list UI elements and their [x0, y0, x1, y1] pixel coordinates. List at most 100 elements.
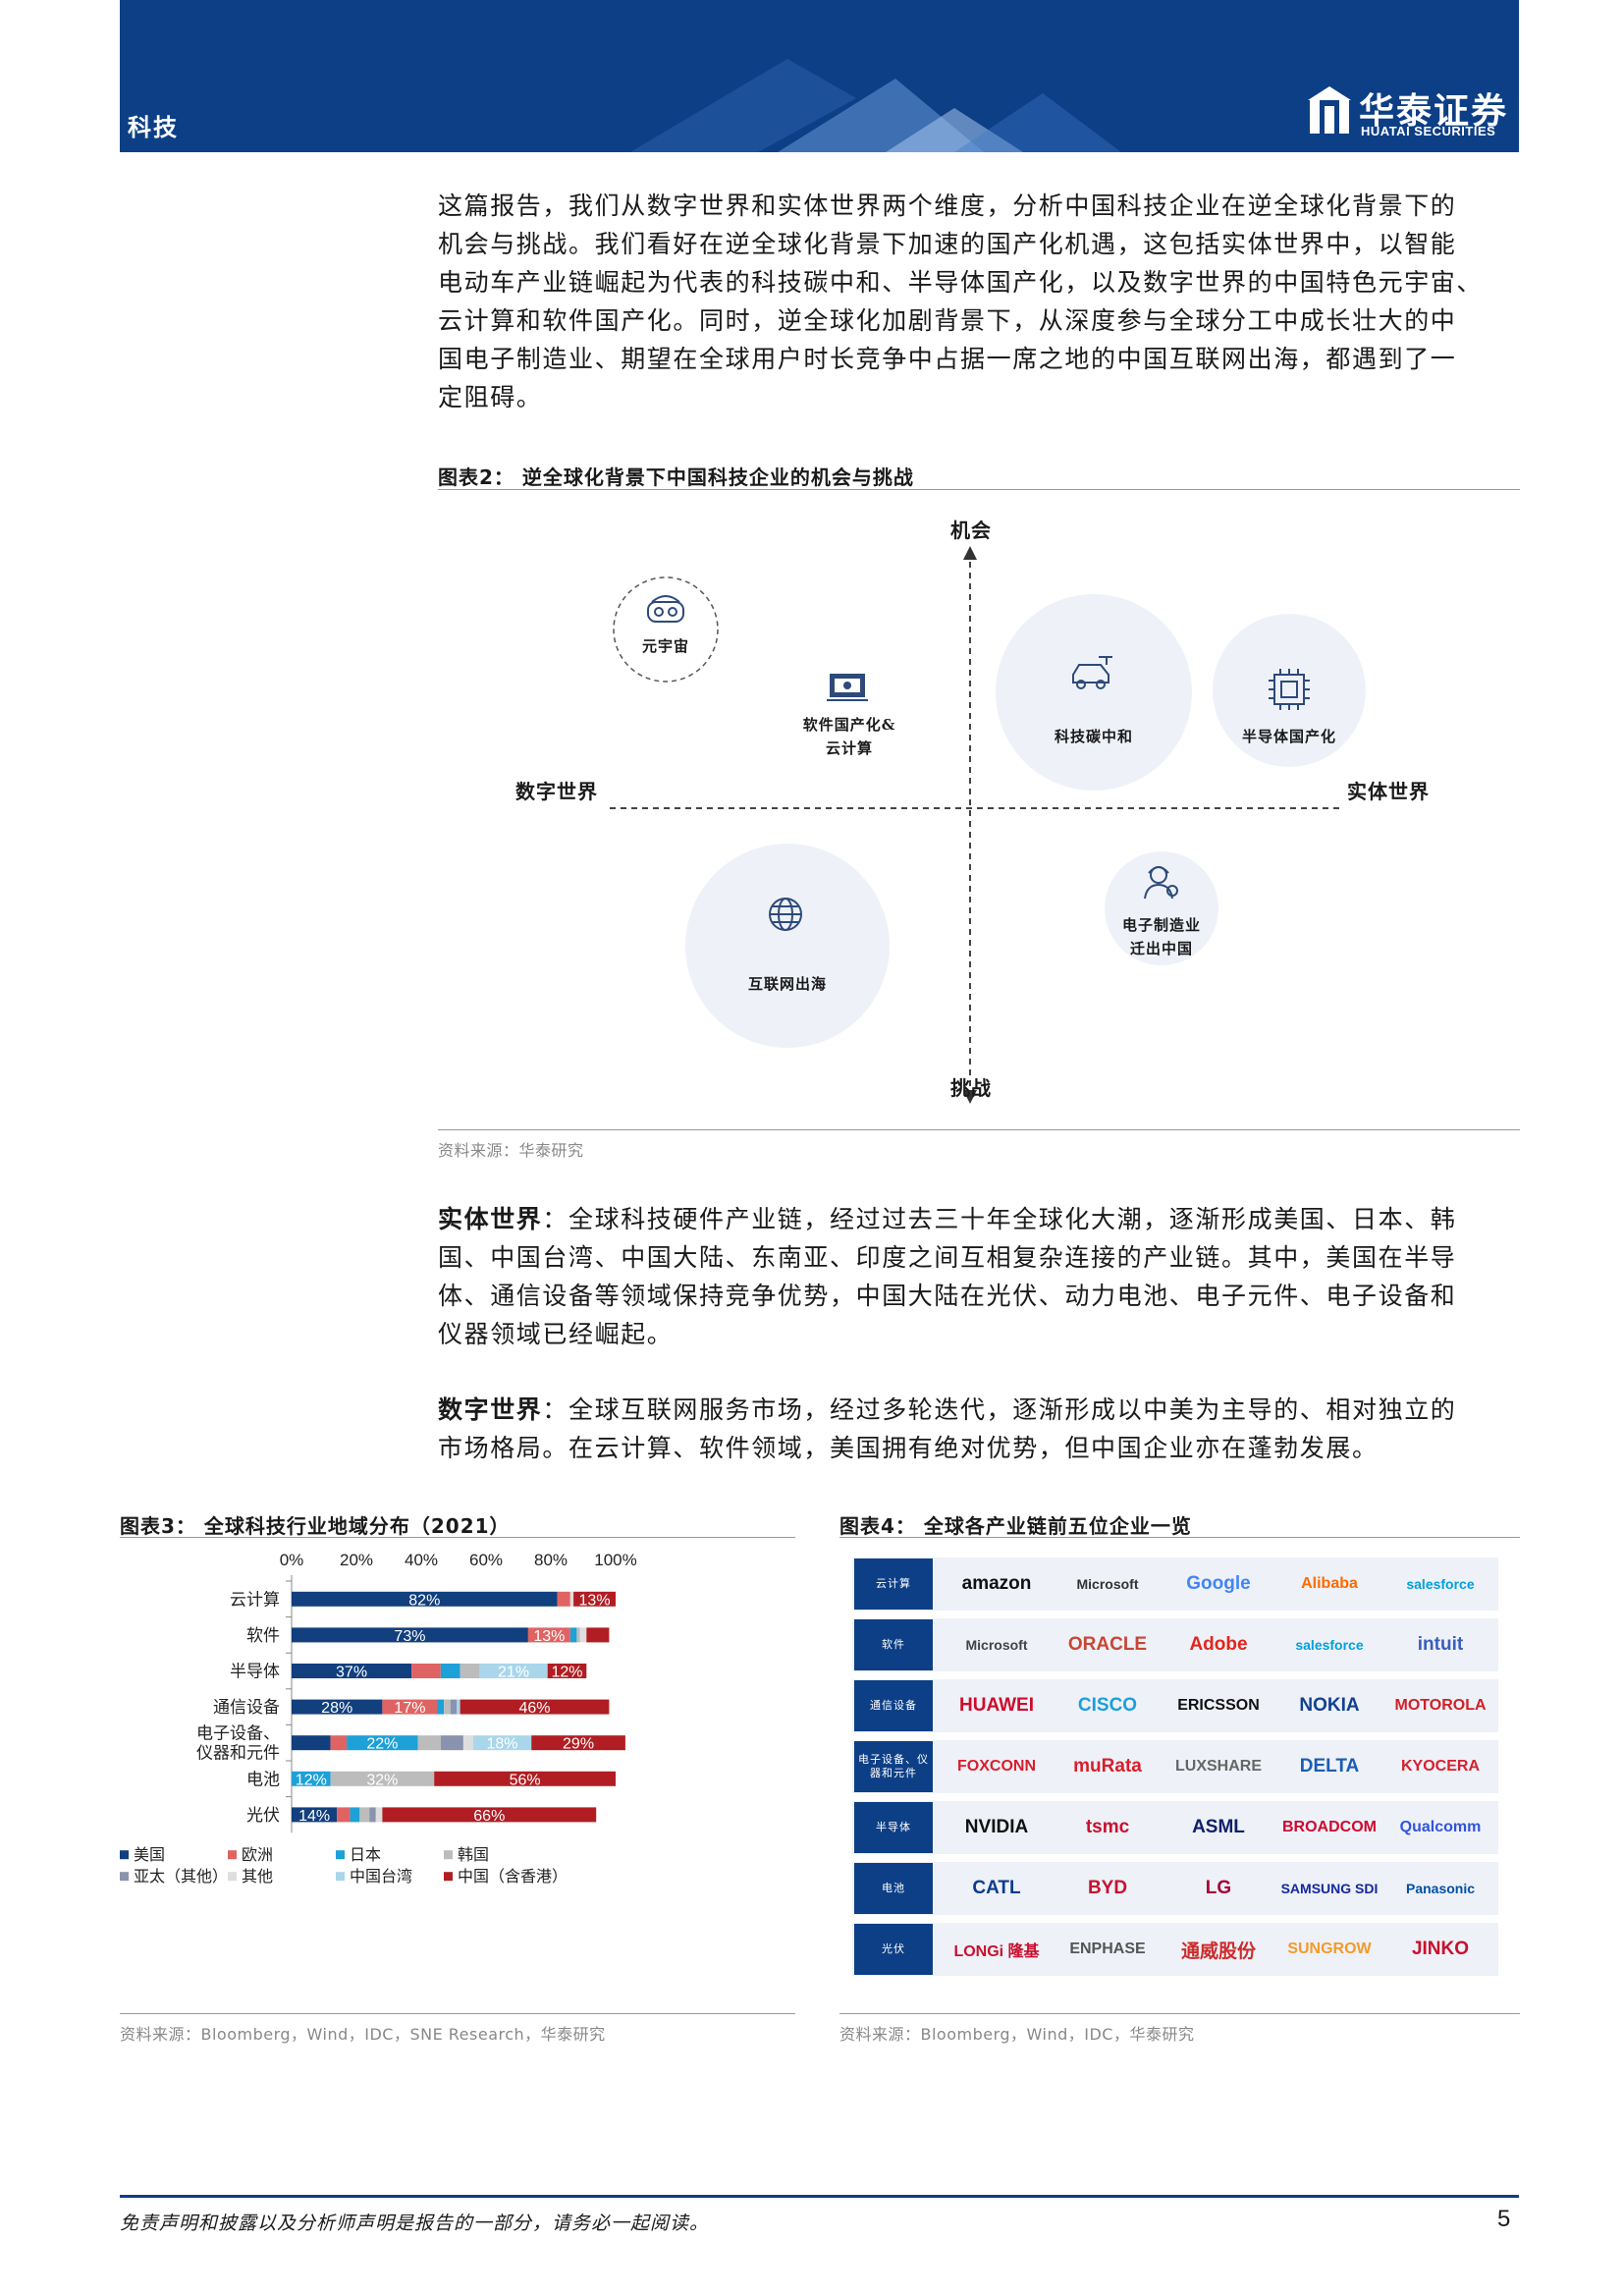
company-logo: KYOCERA	[1400, 1758, 1480, 1775]
bar-data-label: 29%	[563, 1736, 594, 1753]
logo-text-cn: 华泰证券	[1359, 91, 1509, 132]
bar-segment	[347, 1735, 418, 1751]
bar-segment	[479, 1664, 548, 1678]
bar-segment	[444, 1699, 451, 1715]
category-label: 通信设备	[213, 1698, 280, 1718]
company-logo: NOKIA	[1299, 1695, 1360, 1716]
company-logo: salesforce	[1295, 1637, 1364, 1653]
bar-data-label: 32%	[366, 1772, 398, 1788]
bar-segment	[569, 1591, 574, 1607]
company-logo: 通威股份	[1180, 1941, 1256, 1962]
bar-segment	[292, 1664, 412, 1678]
company-logo: BROADCOM	[1282, 1819, 1377, 1835]
legend-swatch	[444, 1872, 453, 1882]
category-label: 云计算	[230, 1590, 280, 1610]
intro-line: 云计算和软件国产化。同时，逆全球化加剧背景下，从深度参与全球分工中成长壮大的中	[438, 306, 1457, 335]
legend-label: 亚太（其他）	[134, 1867, 228, 1886]
bubble-label-software-line2: 云计算	[825, 739, 873, 757]
bar-data-label: 18%	[486, 1736, 517, 1753]
company-logo: Adobe	[1189, 1634, 1248, 1655]
fig3-title: 图表3： 全球科技行业地域分布（2021）	[120, 1514, 511, 1538]
company-row	[852, 1923, 1498, 1976]
bar-data-label: 12%	[551, 1665, 582, 1681]
fig4-source: 资料来源：Bloomberg，Wind，IDC，华泰研究	[839, 2025, 1195, 2044]
axis-label-right: 实体世界	[1347, 780, 1430, 803]
axis-label-bottom: 挑战	[950, 1076, 992, 1100]
company-row	[852, 1740, 1498, 1793]
company-logo: tsmc	[1085, 1817, 1130, 1837]
digital-line: 数字世界：全球互联网服务市场，经过多轮迭代，逐渐形成以中美为主导的、相对独立的	[438, 1391, 1520, 1429]
bar-segment	[434, 1771, 616, 1786]
category-label-part: 光伏	[246, 1806, 280, 1826]
bar-segment	[337, 1807, 351, 1823]
company-logo: FOXCONN	[957, 1758, 1036, 1775]
bubble-label-mfg-line2: 迁出中国	[1129, 940, 1193, 957]
bar-segment	[586, 1627, 610, 1643]
bar-segment	[369, 1807, 376, 1823]
intro-paragraph: 这篇报告，我们从数字世界和实体世界两个维度，分析中国科技企业在逆全球化背景下的 …	[438, 187, 1520, 416]
company-logo: LONGi 隆基	[953, 1943, 1040, 1960]
physical-line: 国、中国台湾、中国大陆、东南亚、印度之间互相复杂连接的产业链。其中，美国在半导	[438, 1243, 1457, 1272]
logo-text-en: HUATAI SECURITIES	[1361, 124, 1496, 138]
company-logo: Microsoft	[1076, 1576, 1139, 1592]
physical-line: 仪器领域已经崛起。	[438, 1320, 674, 1348]
bar-data-label: 37%	[336, 1665, 367, 1681]
header-decoration	[630, 59, 1121, 152]
category-label-part: 电子设备、	[196, 1724, 280, 1744]
laptop-icon	[827, 674, 868, 701]
digital-paragraph: 数字世界：全球互联网服务市场，经过多轮迭代，逐渐形成以中美为主导的、相对独立的 …	[438, 1391, 1520, 1467]
bubble-carbon	[996, 594, 1192, 791]
huatai-logo-icon	[1308, 86, 1351, 134]
bubble-label-mfg: 电子制造业 迁出中国	[1108, 913, 1216, 960]
digital-line: 市场格局。在云计算、软件领域，美国拥有绝对优势，但中国企业亦在蓬勃发展。	[438, 1434, 1379, 1462]
bar-data-label: 13%	[579, 1592, 611, 1609]
company-logo: SUNGROW	[1287, 1941, 1372, 1957]
bubble-internet	[685, 844, 890, 1048]
physical-paragraph: 实体世界：全球科技硬件产业链，经过过去三十年全球化大潮，逐渐形成美国、日本、韩 …	[438, 1200, 1520, 1353]
bubble-mfg	[1105, 851, 1218, 965]
bubble-label-semi: 半导体国产化	[1241, 728, 1336, 745]
company-row	[852, 1679, 1498, 1732]
intro-line: 这篇报告，我们从数字世界和实体世界两个维度，分析中国科技企业在逆全球化背景下的	[438, 191, 1457, 220]
fig2-quadrant-diagram	[610, 546, 1366, 1104]
fig2-top-rule	[438, 489, 1520, 490]
company-logo: CATL	[972, 1878, 1021, 1898]
electric-car-icon	[1072, 656, 1112, 689]
bar-data-label: 17%	[394, 1700, 425, 1717]
physical-label: 实体世界	[438, 1205, 543, 1233]
company-row	[852, 1558, 1498, 1611]
axis-label-left: 数字世界	[515, 780, 598, 803]
bar-segment	[460, 1664, 480, 1678]
footer-rule	[120, 2195, 1519, 2198]
fig3-bottom-rule	[120, 2013, 795, 2014]
company-logo: BYD	[1087, 1878, 1128, 1898]
axis-label-top: 机会	[950, 519, 992, 542]
legend-swatch	[444, 1850, 453, 1860]
category-label: 电子设备、仪器和元件	[196, 1724, 280, 1764]
bar-segment	[576, 1627, 580, 1643]
category-label-part: 软件	[246, 1626, 280, 1646]
legend-swatch	[336, 1872, 345, 1882]
bar-segment	[330, 1771, 435, 1786]
bar-segment	[359, 1807, 370, 1823]
bubble-label-software-line1: 软件国产化&	[802, 716, 896, 734]
legend-label: 韩国	[458, 1845, 489, 1864]
bar-segment	[292, 1699, 383, 1715]
bar-segment	[411, 1664, 441, 1678]
physical-line: 体、通信设备等领域保持竞争优势，中国大陆在光伏、动力电池、电子元件、电子设备和	[438, 1282, 1457, 1310]
bar-segment	[579, 1627, 587, 1643]
legend-label: 中国（含香港）	[458, 1867, 568, 1886]
legend-label: 欧洲	[242, 1845, 273, 1864]
bar-segment	[527, 1627, 570, 1643]
bar-segment	[569, 1627, 577, 1643]
company-logo: ENPHASE	[1069, 1941, 1146, 1957]
digital-line-text: ：全球互联网服务市场，经过多轮迭代，逐渐形成以中美为主导的、相对独立的	[542, 1395, 1457, 1424]
bar-segment	[472, 1735, 532, 1751]
legend-swatch	[336, 1850, 345, 1860]
fig3-source: 资料来源：Bloomberg，Wind，IDC，SNE Research，华泰研…	[120, 2025, 606, 2044]
bar-data-label: 66%	[473, 1808, 505, 1825]
fig2-source: 资料来源：华泰研究	[438, 1141, 584, 1160]
legend-label: 日本	[350, 1845, 381, 1864]
company-logo: JINKO	[1411, 1939, 1470, 1959]
